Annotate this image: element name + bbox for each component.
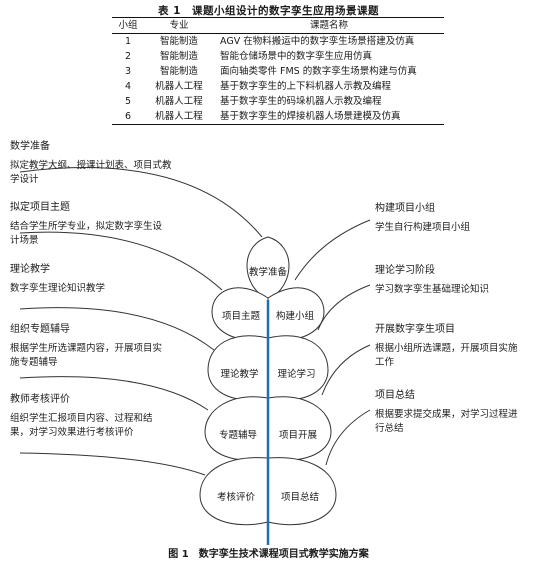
cell-topic: 基于数字孪生的上下料机器人示教及编程 xyxy=(220,81,392,92)
cell-major: 智能制造 xyxy=(159,36,198,47)
grain-label-right-4: 项目总结 xyxy=(280,492,319,503)
left-note-theory-teaching: 理论教学 数字孪生理论知识教学 xyxy=(10,263,170,296)
column-header-topic: 课题名称 xyxy=(309,20,348,31)
left-note-heading: 组织专题辅导 xyxy=(10,324,70,335)
right-note-project-implementation: 开展数字孪生项目 根据小组所选课题，开展项目实施工作 xyxy=(375,323,525,370)
right-note-body: 根据小组所选课题，开展项目实施工作 xyxy=(375,343,518,368)
connector-line-right-3 xyxy=(321,344,371,396)
left-note-assessment: 教师考核评价 组织学生汇报项目内容、过程和结果，对学习效果进行考核评价 xyxy=(10,393,170,440)
right-note-project-summary: 项目总结 根据要求提交成果，对学习过程进行总结 xyxy=(375,389,525,436)
right-note-heading: 理论学习阶段 xyxy=(375,265,435,276)
left-note-topic-tutoring: 组织专题辅导 根据学生所选课题内容，开展项目实施专题辅导 xyxy=(10,323,170,370)
left-note-project-theme: 拟定项目主题 结合学生所学专业，拟定数字孪生设计场景 xyxy=(10,201,170,248)
grain-label-left-2: 理论教学 xyxy=(220,369,259,380)
table-row: 5 机器人工程 基于数字孪生的码垛机器人示教及编程 xyxy=(112,94,444,109)
right-note-heading: 构建项目小组 xyxy=(375,203,435,214)
cell-major: 智能制造 xyxy=(159,51,198,62)
right-note-body: 学生自行构建项目小组 xyxy=(375,222,471,233)
grain-label-left-3: 专题辅导 xyxy=(218,430,257,441)
grain-label-right-3: 项目开展 xyxy=(278,430,317,441)
left-note-body: 拟定教学大纲、授课计划表、项目式教学设计 xyxy=(10,160,172,185)
table-row: 3 智能制造 面向轴类零件 FMS 的数字孪生场景构建与仿真 xyxy=(112,64,444,79)
left-note-heading: 数学准备 xyxy=(10,141,50,152)
cell-topic: 面向轴类零件 FMS 的数字孪生场景构建与仿真 xyxy=(220,66,417,77)
figure-caption: 图 1 数字孪生技术课程项目式教学实施方案 xyxy=(168,549,369,560)
table-row: 6 机器人工程 基于数字孪生的焊接机器人场景建模及仿真 xyxy=(112,109,444,125)
right-note-theory-learning: 理论学习阶段 学习数字孪生基础理论知识 xyxy=(375,264,525,297)
table-row: 2 智能制造 智能仓储场景中的数字孪生应用仿真 xyxy=(112,49,444,64)
right-note-heading: 项目总结 xyxy=(375,390,415,401)
cell-group: 4 xyxy=(124,81,132,92)
cell-group: 6 xyxy=(124,111,132,122)
left-note-body: 组织学生汇报项目内容、过程和结果，对学习效果进行考核评价 xyxy=(10,413,153,438)
cell-topic: AGV 在物料搬运中的数字孪生场景搭建及仿真 xyxy=(220,36,415,47)
column-header-group: 小组 xyxy=(118,20,138,31)
left-note-heading: 理论教学 xyxy=(10,264,50,275)
grain-label-right-2: 理论学习 xyxy=(277,369,316,380)
cell-topic: 基于数字孪生的码垛机器人示教及编程 xyxy=(220,96,382,107)
column-header-major: 专业 xyxy=(169,20,189,31)
cell-major: 机器人工程 xyxy=(155,111,203,122)
left-note-body: 结合学生所学专业，拟定数字孪生设计场景 xyxy=(10,221,163,246)
connector-line-right-2 xyxy=(317,284,371,331)
right-note-build-group: 构建项目小组 学生自行构建项目小组 xyxy=(375,202,525,235)
connector-line-right-4 xyxy=(325,409,371,466)
topic-table: 小组 专业 课题名称 1 智能制造 AGV 在物料搬运中的数字孪生场景搭建及仿真 2… xyxy=(112,17,444,125)
cell-major: 智能制造 xyxy=(159,66,198,77)
cell-topic: 基于数字孪生的焊接机器人场景建模及仿真 xyxy=(220,111,401,122)
left-note-body: 数字孪生理论知识教学 xyxy=(10,283,106,294)
cell-major: 机器人工程 xyxy=(155,81,203,92)
table-header-row: 小组 专业 课题名称 xyxy=(112,17,444,34)
grain-label-top: 教学准备 xyxy=(248,267,287,278)
cell-major: 机器人工程 xyxy=(155,96,203,107)
grain-label-right-1: 构建小组 xyxy=(275,311,314,322)
left-note-heading: 拟定项目主题 xyxy=(10,202,70,213)
cell-topic: 智能仓储场景中的数字孪生应用仿真 xyxy=(220,51,373,62)
right-note-body: 学习数字孪生基础理论知识 xyxy=(375,284,490,295)
left-note-teaching-prep: 数学准备 拟定教学大纲、授课计划表、项目式教学设计 xyxy=(10,140,175,187)
right-note-body: 根据要求提交成果，对学习过程进行总结 xyxy=(375,409,518,434)
connector-line-right-1 xyxy=(294,219,371,281)
cell-group: 2 xyxy=(124,51,132,62)
connector-line-left-5 xyxy=(19,452,206,476)
left-note-heading: 教师考核评价 xyxy=(10,394,70,405)
table-row: 4 机器人工程 基于数字孪生的上下料机器人示教及编程 xyxy=(112,79,444,94)
cell-group: 3 xyxy=(124,66,132,77)
cell-group: 1 xyxy=(124,36,132,47)
table-row: 1 智能制造 AGV 在物料搬运中的数字孪生场景搭建及仿真 xyxy=(112,34,444,50)
right-note-heading: 开展数字孪生项目 xyxy=(375,324,455,335)
grain-label-left-1: 项目主题 xyxy=(221,311,260,322)
table-caption: 表 1 课题小组设计的数字孪生应用场景课题 xyxy=(158,5,379,17)
cell-group: 5 xyxy=(124,96,132,107)
grain-label-left-4: 考核评价 xyxy=(216,492,255,503)
left-note-body: 根据学生所选课题内容，开展项目实施专题辅导 xyxy=(10,343,163,368)
